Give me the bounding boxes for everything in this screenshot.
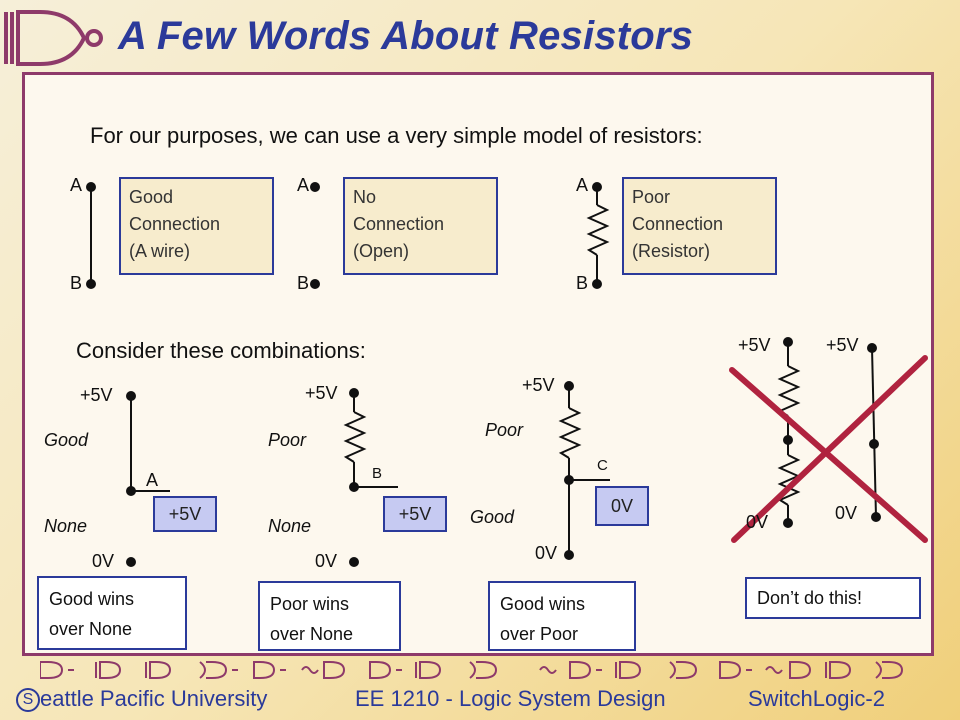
dont-voltage-4: 0V — [835, 503, 858, 523]
gate-pattern-decoration — [40, 661, 904, 679]
combo1-bottom-voltage: 0V — [92, 551, 115, 571]
model2-line1: No — [353, 187, 377, 207]
combo2-lower-label: None — [268, 516, 312, 536]
combo3-result-line1: Good wins — [500, 594, 586, 614]
content-frame — [22, 72, 934, 656]
combo2-result-line2: over None — [270, 624, 354, 644]
combo1-top-voltage: +5V — [80, 385, 113, 405]
combo1-output-box: +5V — [153, 496, 217, 532]
dont-voltage-3: 0V — [746, 512, 769, 532]
model3-node-b: B — [576, 273, 589, 293]
model2-line2: Connection — [353, 214, 445, 234]
model3-node-a: A — [576, 175, 589, 195]
combo2-result-box: Poor wins over None — [258, 581, 401, 651]
model1-line2: Connection — [129, 214, 221, 234]
model2-node-b: B — [297, 273, 310, 293]
footer-slide-number: SwitchLogic-2 — [748, 686, 885, 711]
cross-out-icon — [729, 355, 928, 543]
model1-box: Good Connection (A wire) — [119, 177, 274, 275]
model1-node-b: B — [70, 273, 83, 293]
combo2-result-line1: Poor wins — [270, 594, 350, 614]
intro-text: For our purposes, we can use a very simp… — [90, 123, 703, 148]
combo1-result-line1: Good wins — [49, 589, 135, 609]
combo3-output-box: 0V — [595, 486, 649, 526]
combo3-upper-label: Poor — [485, 420, 524, 440]
footer-course: EE 1210 - Logic System Design — [355, 686, 666, 711]
dont-voltage-2: +5V — [826, 335, 859, 355]
school-name: eattle Pacific University — [40, 686, 268, 711]
consider-text: Consider these combinations: — [76, 338, 366, 363]
combo1-result-box: Good wins over None — [37, 576, 187, 650]
model2-node-a: A — [297, 175, 310, 195]
combo1-lower-label: None — [44, 516, 88, 536]
combo2-top-voltage: +5V — [305, 383, 338, 403]
combo2-bottom-voltage: 0V — [315, 551, 338, 571]
gate-logo-icon — [4, 10, 103, 66]
page-title: A Few Words About Resistors — [118, 14, 694, 58]
seattle-logo-icon: S — [16, 688, 40, 713]
dont-voltage-1: +5V — [738, 335, 771, 355]
model3-box: Poor Connection (Resistor) — [622, 177, 777, 275]
combo3-top-voltage: +5V — [522, 375, 555, 395]
combo3-node: C — [597, 457, 608, 474]
combo1-node: A — [146, 470, 159, 490]
combo2-node: B — [372, 465, 383, 482]
combo3-result-box: Good wins over Poor — [488, 581, 636, 651]
combo1-upper-label: Good — [44, 430, 89, 450]
dont-note-box: Don’t do this! — [745, 577, 921, 619]
combo2-output-box: +5V — [383, 496, 447, 532]
combo3-bottom-voltage: 0V — [535, 543, 558, 563]
model2-box: No Connection (Open) — [343, 177, 498, 275]
combo2-upper-label: Poor — [268, 430, 307, 450]
model1-line1: Good — [129, 187, 174, 207]
combo3-result-line2: over Poor — [500, 624, 579, 644]
combo1-result-line2: over None — [49, 619, 133, 639]
model3-line1: Poor — [632, 187, 671, 207]
model1-node-a: A — [70, 175, 83, 195]
model2-line3: (Open) — [353, 241, 410, 261]
model3-line2: Connection — [632, 214, 724, 234]
combo3-lower-label: Good — [470, 507, 515, 527]
model3-line3: (Resistor) — [632, 241, 711, 261]
model1-line3: (A wire) — [129, 241, 191, 261]
